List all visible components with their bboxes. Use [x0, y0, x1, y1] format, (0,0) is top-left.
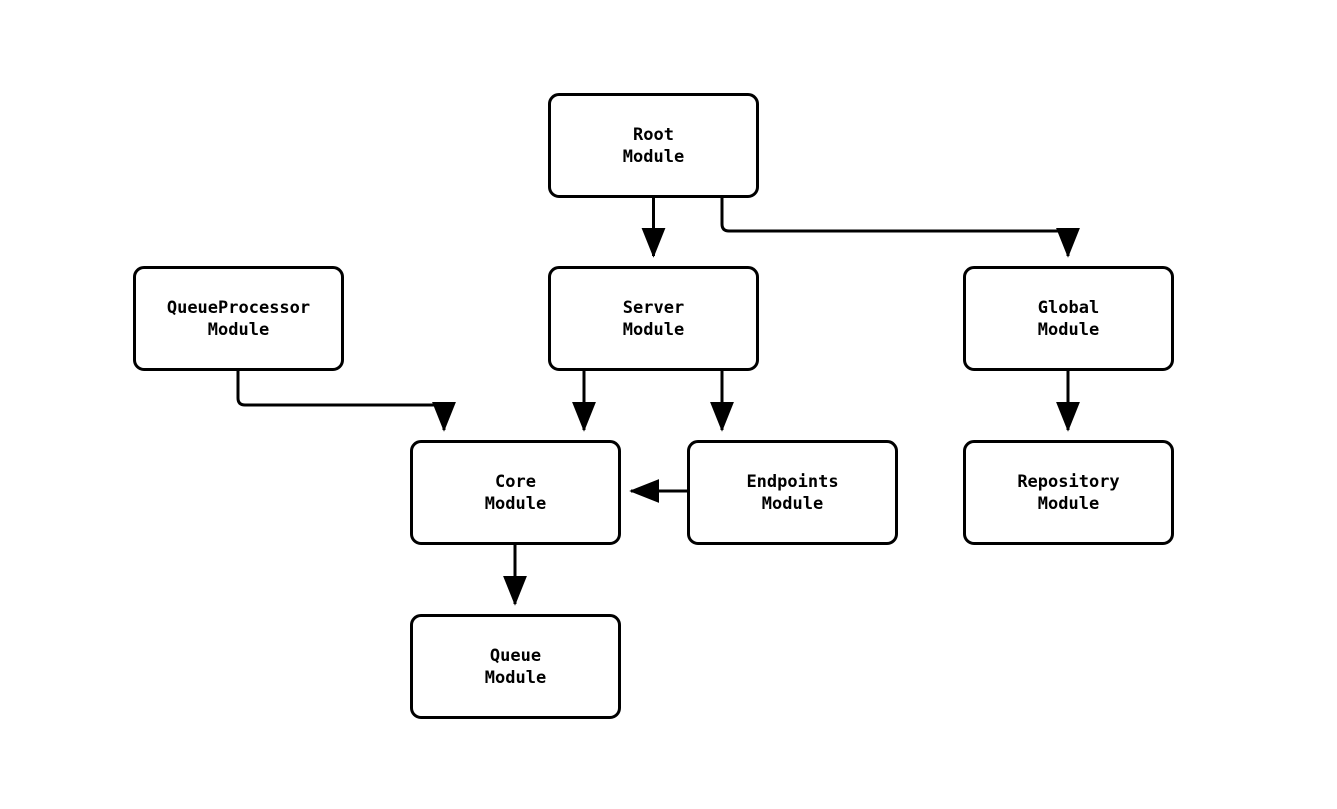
node-global-module[interactable]: Global Module	[963, 266, 1174, 371]
node-endpoints-module[interactable]: Endpoints Module	[687, 440, 898, 545]
edge-root-to-global	[720, 198, 1080, 258]
node-global-module-label: Global Module	[1037, 297, 1100, 340]
node-server-module[interactable]: Server Module	[548, 266, 759, 371]
node-root-module[interactable]: Root Module	[548, 93, 759, 198]
node-server-module-label: Server Module	[622, 297, 685, 340]
node-core-module[interactable]: Core Module	[410, 440, 621, 545]
edge-queueprocessor-to-core	[236, 371, 456, 432]
node-queue-module-label: Queue Module	[484, 645, 547, 688]
node-queueprocessor-module[interactable]: QueueProcessor Module	[133, 266, 344, 371]
node-endpoints-module-label: Endpoints Module	[746, 471, 839, 514]
node-queueprocessor-module-label: QueueProcessor Module	[166, 297, 311, 340]
node-queue-module[interactable]: Queue Module	[410, 614, 621, 719]
node-core-module-label: Core Module	[484, 471, 547, 514]
node-root-module-label: Root Module	[622, 124, 685, 167]
node-repository-module-label: Repository Module	[1017, 471, 1120, 514]
node-repository-module[interactable]: Repository Module	[963, 440, 1174, 545]
